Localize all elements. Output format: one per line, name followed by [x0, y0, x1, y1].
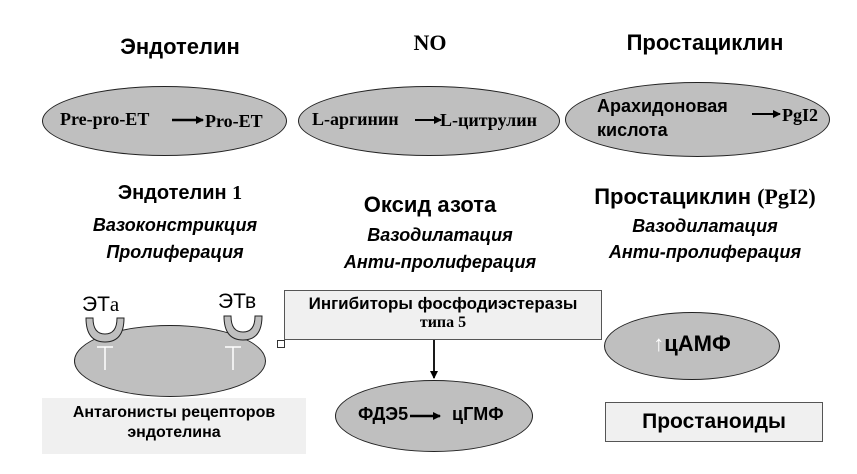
receptor-eta-suffix: а — [109, 292, 120, 316]
pde5-inhibitor-line2: типа 5 — [419, 314, 467, 331]
header-endothelin: Эндотелин — [120, 34, 240, 59]
camp-label: ↑цАМФ — [604, 331, 780, 357]
prostacyclin-pathway-to: PgI2 — [782, 105, 818, 125]
pde5-product: цГМФ — [452, 404, 504, 424]
selection-handle — [277, 340, 285, 348]
endothelin-pathway-ellipse — [42, 86, 287, 156]
endothelin-product-suffix: 1 — [232, 182, 243, 204]
receptor-etb-suffix: в — [245, 290, 257, 313]
no-pathway-to: L-цитрулин — [440, 110, 537, 130]
prostacyclin-pathway-ellipse — [565, 82, 830, 157]
prostanoids-box: Простаноиды — [605, 402, 823, 442]
receptor-eta-shape — [85, 317, 125, 343]
pde5-inhibitor-box: Ингибиторы фосфодиэстеразы типа 5 — [284, 290, 602, 340]
endothelin-effect-2: Пролиферация — [106, 242, 244, 262]
no-pathway-from: L-аргинин — [312, 109, 399, 129]
no-product: Оксид азота — [363, 192, 497, 217]
prostacyclin-pathway-from-line1: Арахидоновая — [597, 96, 728, 116]
prostacyclin-effect-2: Анти-пролиферация — [608, 242, 802, 262]
prostacyclin-product-suffix: (PgI2) — [757, 184, 816, 209]
endothelin-pathway-from: Pre-pro-ET — [60, 109, 150, 129]
receptor-eta-stalk — [97, 346, 113, 370]
pde5-inhibitor-line1: Ингибиторы фосфодиэстеразы — [308, 294, 578, 313]
pde5-enzyme: ФДЭ5 — [358, 404, 409, 424]
receptor-eta-label: ЭТа — [82, 292, 119, 317]
antagonists-line2: эндотелина — [127, 424, 221, 441]
no-effect-2: Анти-пролиферация — [343, 252, 537, 272]
no-effect-1: Вазодилатация — [367, 225, 513, 245]
endothelin-effect-1: Вазоконстрикция — [92, 215, 258, 235]
prostacyclin-product-name: Простациклин — [594, 184, 751, 209]
endothelin-product: Эндотелин 1 — [70, 182, 290, 205]
receptor-etb-label: ЭТв — [218, 290, 256, 314]
prostacyclin-effect-1: Вазодилатация — [632, 216, 778, 236]
header-no: NO — [413, 30, 447, 55]
prostacyclin-product: Простациклин (PgI2) — [560, 184, 850, 210]
antagonists-line1: Антагонисты рецепторов — [72, 404, 276, 421]
endothelin-product-name: Эндотелин — [117, 182, 227, 204]
receptor-etb-stalk — [225, 346, 241, 370]
receptor-etb-shape — [223, 315, 263, 341]
endothelin-antagonists-box: Антагонисты рецепторов эндотелина — [42, 398, 306, 454]
endothelin-pathway-to: Pro-ET — [205, 111, 263, 131]
header-prostacyclin: Простациклин — [626, 30, 784, 55]
camp-up-arrow-icon: ↑ — [653, 331, 665, 356]
camp-ellipse — [604, 312, 780, 380]
receptor-eta-text: ЭТ — [82, 293, 110, 316]
prostacyclin-pathway-from-line2: кислота — [597, 120, 668, 140]
receptor-etb-text: ЭТ — [218, 290, 245, 313]
camp-text: цАМФ — [664, 331, 731, 356]
